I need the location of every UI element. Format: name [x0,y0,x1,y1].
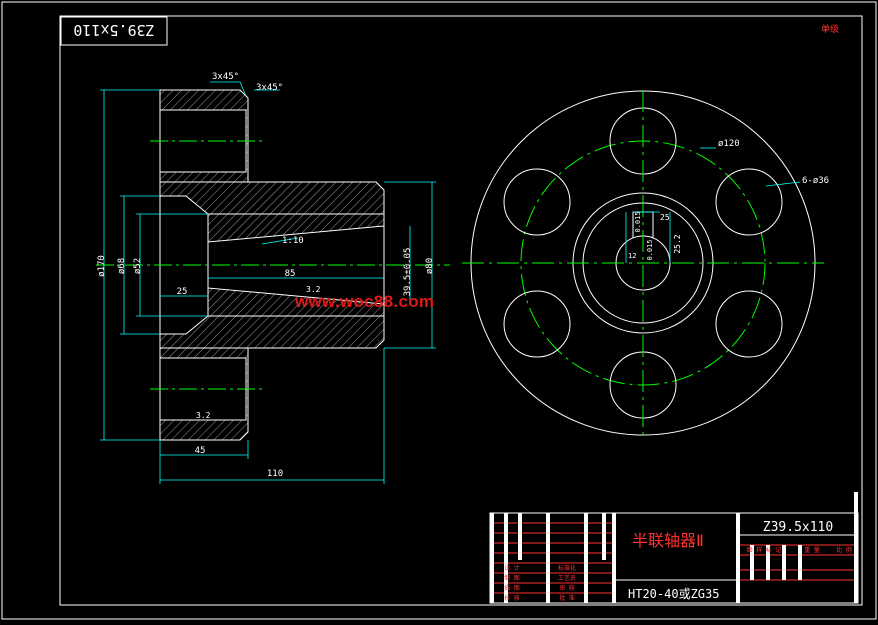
hole-tol-2: 0.015 [646,239,654,260]
surface-mark-1: 3.2 [306,285,321,294]
bolt-hole-6 [503,168,571,236]
row-label-3: 描 图 [504,584,520,592]
taper-label: 1:10 [282,236,304,246]
surface-mark-2: 3.2 [196,411,211,420]
watermark: www.woc88.com [295,292,435,311]
mid-label-2: 工艺员 [558,574,576,582]
dim-od-flange: ø170 [97,255,107,277]
bolt-hole-5 [503,290,571,358]
right-header-1: 图 样 标 记 [747,546,782,554]
dim-length-110: 110 [267,469,283,479]
right-header-2: 重 量 [804,546,820,554]
top-code: Z39.5x110 [73,21,154,39]
chamfer-label-2: 3x45° [256,83,283,93]
row-label-2: 制 图 [504,574,520,582]
chamfer-label-1: 3x45° [212,72,239,82]
mid-label-4: 批 准 [559,594,575,602]
bolt-hole-3 [715,290,783,358]
inner-border [59,15,863,606]
title-block [489,492,859,604]
row-label-4: 校 核 [504,594,520,602]
end-view [462,90,824,436]
part-name: 半联轴器Ⅱ [632,531,704,550]
dim-hub-tol: 39.5±0.05 [403,248,413,297]
hub-lower [159,315,385,349]
bolt-hole-2 [715,168,783,236]
section-view [96,89,450,441]
section-dimensions [100,81,436,484]
hub-upper [159,181,385,215]
dim-depth-25: 25 [177,287,188,297]
holes-label: 6-ø36 [802,176,829,186]
row-label-1: 设 计 [504,564,520,572]
dim-od-bore: ø68 [117,258,127,274]
end-dimensions [625,147,801,263]
dim-od-hub: ø80 [425,258,435,274]
top-code-box [60,16,168,46]
material: HT20-40或ZG35 [628,587,719,601]
key-depth: 25.2 [673,234,682,253]
hole-small: 12 [628,252,636,260]
dim-length-45: 45 [195,446,206,456]
hole-tol-1: 0.015 [634,211,642,232]
pcd-label: ø120 [718,139,740,149]
dim-bore-inner: ø52 [133,258,143,274]
drawing-number: Z39.5x110 [763,520,833,535]
corner-mark: 单级 [821,23,839,35]
mid-label-3: 审 核 [559,584,575,592]
mid-label-1: 标准化 [558,564,576,572]
dim-length-85: 85 [285,269,296,279]
right-header-3: 比 例 [836,546,852,554]
key-width: 25 [660,213,670,222]
